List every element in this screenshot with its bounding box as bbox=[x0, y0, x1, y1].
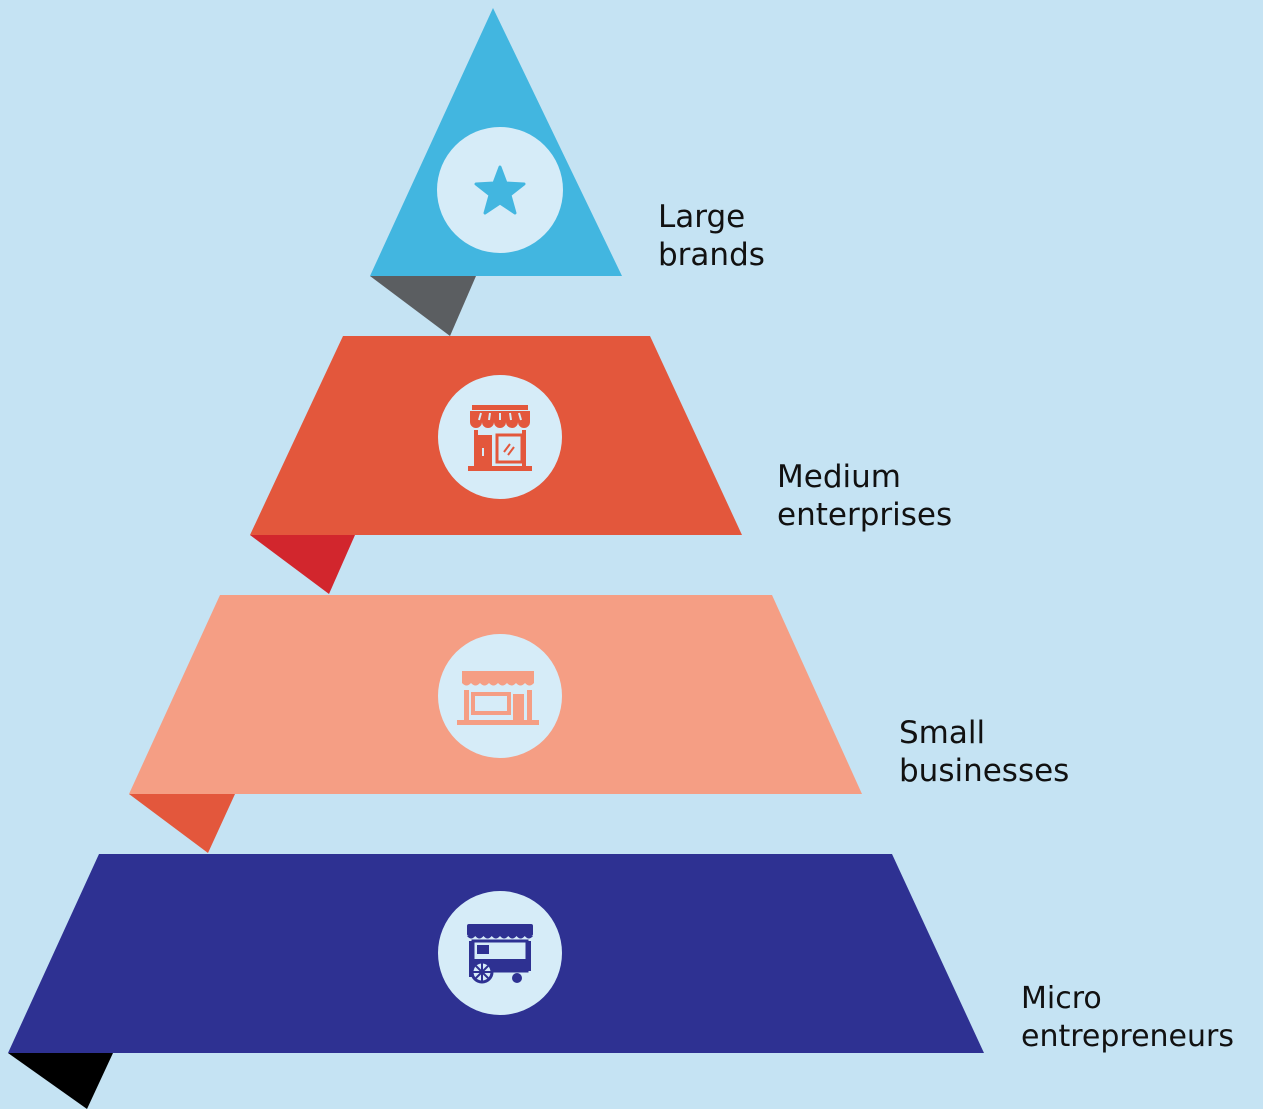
tier-label-micro-entrepreneurs: Micro entrepreneurs bbox=[1021, 980, 1234, 1056]
tier-label-small-businesses: Small businesses bbox=[899, 714, 1069, 790]
tier-label-large-brands: Large brands bbox=[658, 198, 765, 274]
tier-label-line-2: enterprises bbox=[777, 497, 953, 533]
tier-label-line-1: Small bbox=[899, 715, 986, 751]
icon-circle-micro-entrepreneurs bbox=[438, 891, 562, 1015]
boutique-store-icon bbox=[468, 405, 532, 471]
tier-micro-entrepreneurs bbox=[8, 854, 984, 1109]
tier-label-line-2: brands bbox=[658, 237, 765, 273]
icon-circle-medium-enterprises bbox=[438, 375, 562, 499]
fold-large-brands bbox=[370, 276, 476, 336]
tier-medium-enterprises bbox=[250, 336, 742, 594]
tier-small-businesses bbox=[129, 595, 862, 853]
fold-micro-entrepreneurs bbox=[8, 1053, 113, 1109]
tier-label-line-2: entrepreneurs bbox=[1021, 1019, 1234, 1054]
tier-label-line-1: Medium bbox=[777, 459, 901, 495]
food-cart-icon bbox=[467, 924, 533, 984]
tier-large-brands bbox=[370, 8, 622, 336]
fold-small-businesses bbox=[129, 794, 235, 853]
tier-label-medium-enterprises: Medium enterprises bbox=[777, 458, 952, 534]
fold-medium-enterprises bbox=[250, 535, 355, 594]
tier-label-line-2: businesses bbox=[899, 753, 1070, 789]
tier-label-line-1: Micro bbox=[1021, 981, 1102, 1016]
shop-icon bbox=[457, 671, 539, 725]
star-icon bbox=[474, 165, 526, 215]
tier-label-line-1: Large bbox=[658, 199, 746, 235]
